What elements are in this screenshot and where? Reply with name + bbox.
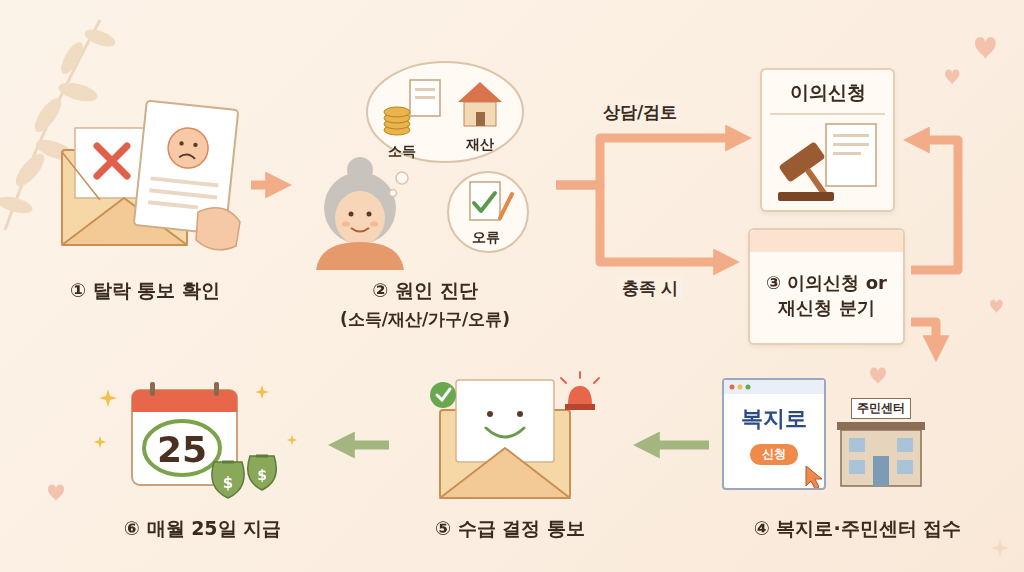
node-label: 주민센터 <box>851 398 911 419</box>
step-box: ⑤ 수급 결정 통보 <box>395 370 625 550</box>
flow-arrow <box>911 322 936 346</box>
node-label: ① 탈락 통보 확인 <box>70 278 220 304</box>
flow-arrow <box>649 441 709 450</box>
edge-label: 충족 시 <box>618 277 683 300</box>
flow-arrow <box>911 140 958 270</box>
step-box: ④ 복지로·주민센터 접수 복지로신청 주민센터 <box>715 370 1000 550</box>
community-center: 주민센터 <box>835 396 927 488</box>
calendar-money-illustration <box>94 382 298 498</box>
sparkle <box>991 539 1009 557</box>
website-window-art <box>724 380 824 488</box>
thought-label: 오류 <box>472 229 500 247</box>
edge-label: 상담/검토 <box>599 101 681 124</box>
calendar-date: 25 <box>157 429 207 470</box>
node-label: ⑤ 수급 결정 통보 <box>435 516 585 542</box>
approval-envelope-illustration <box>430 372 599 498</box>
grandmother-illustration <box>316 157 404 270</box>
flow-arrow <box>344 441 389 450</box>
node-sublabel: (소득/재산/가구/오류) <box>340 308 510 331</box>
node-label: ③ 이의신청 or 재신청 분기 <box>756 271 897 320</box>
node-sublabel: 신청 <box>750 444 798 465</box>
node-label: 이의신청 <box>790 80 866 106</box>
step-box: ② 원인 진단 (소득/재산/가구/오류) <box>300 60 550 335</box>
website-window: 복지로신청 <box>722 378 826 490</box>
flow-arrow <box>251 181 276 190</box>
thought-label: 소득 <box>388 143 416 161</box>
branch-card: ③ 이의신청 or 재신청 분기 <box>748 228 905 345</box>
thought-label: 재산 <box>466 136 494 154</box>
flow-arrow <box>556 138 736 185</box>
node-label: 복지로 <box>741 404 807 434</box>
flow-arrow <box>556 185 724 262</box>
step-box: ① 탈락 통보 확인 <box>45 95 245 310</box>
node-label: ④ 복지로·주민센터 접수 <box>754 516 962 542</box>
rejection-letter-illustration <box>62 101 240 250</box>
thought-bubble <box>367 62 528 252</box>
money-symbol: $ <box>223 474 233 492</box>
heart-decoration <box>48 37 1003 501</box>
node-label: ⑥ 매월 25일 지급 <box>124 516 281 542</box>
node-label: ② 원인 진단 <box>372 278 477 304</box>
appeal-card: 이의신청 <box>760 68 895 212</box>
money-symbol: $ <box>257 467 267 483</box>
